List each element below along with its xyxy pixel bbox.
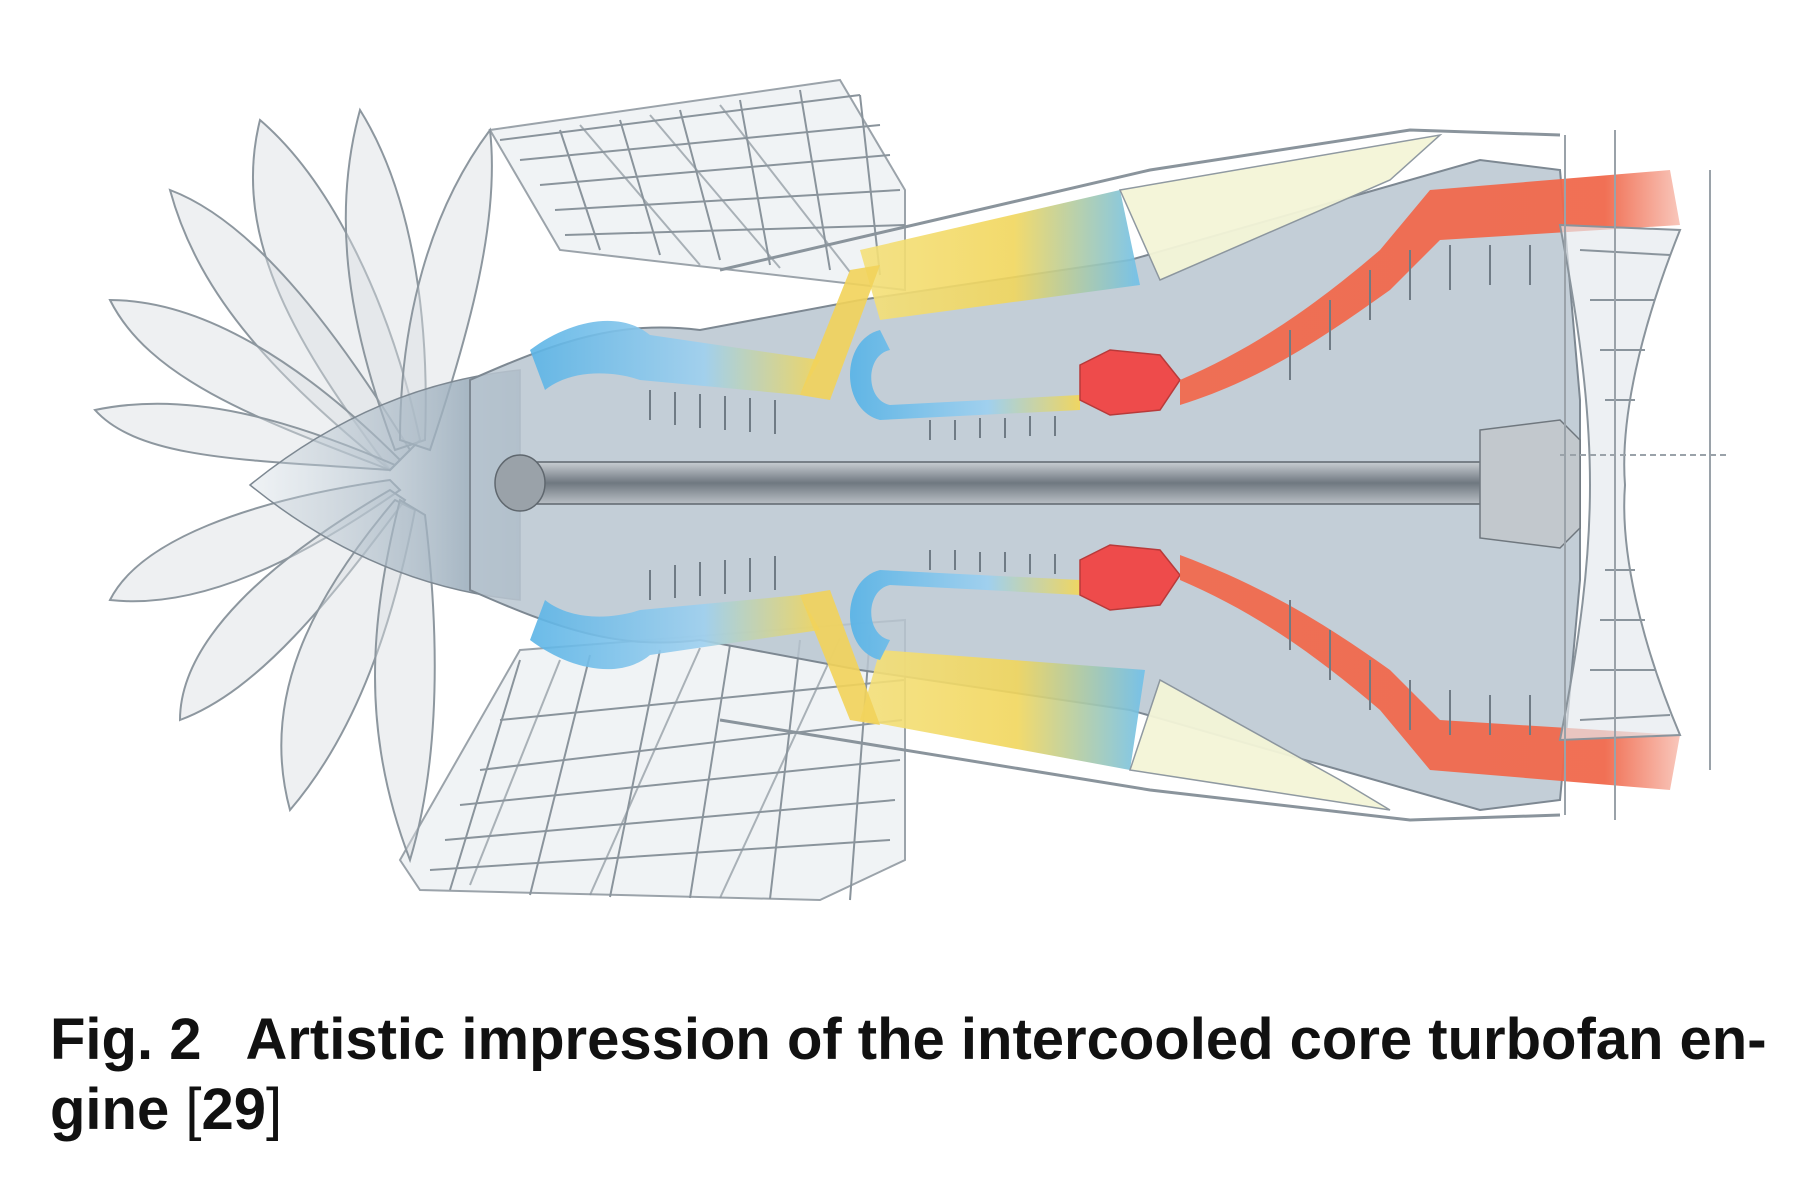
bypass-exit-upper [1118,133,1443,281]
rear-frame-lines [1564,130,1711,820]
lp-compressor-flow-upper [530,320,820,395]
bypass-duct-upper [860,190,1140,320]
main-shaft [504,461,1506,505]
hp-compressor-bend-lower [850,570,1080,660]
shaft-nose [494,454,546,512]
compressor-blade-rows [649,390,1056,600]
reference-bracket-open: [ [185,1077,202,1142]
reference-bracket-close: ] [266,1077,283,1142]
fan-casing-top [488,78,906,292]
bypass-duct-lower [860,650,1145,770]
intercooler-duct-upper [800,265,880,400]
hp-compressor-bend-upper [850,330,1080,420]
bypass-exit-lower [1129,678,1391,811]
caption-text-line-2: gine [50,1077,170,1142]
intercooler-duct-lower [800,590,880,725]
caption-line-2: gine [29] [50,1075,1780,1145]
nacelle-outline-upper [719,128,1561,272]
nacelle-outline-lower [719,718,1561,822]
caption-text-line-1: Artistic impression of the intercooled c… [245,1007,1767,1072]
exhaust-nozzle [1558,223,1682,742]
fan-casing-bottom [398,618,906,902]
turbine-flow-upper [1180,170,1680,405]
combustor-lower [1079,544,1181,611]
combustor-upper [1079,349,1181,416]
turbine-blade-rows [1289,245,1531,735]
caption-line-1: Fig. 2 Artistic impression of the interco… [50,1005,1780,1075]
shaft-rear-hub [1479,419,1581,549]
reference-number: 29 [201,1077,266,1142]
lp-compressor-flow-lower [530,595,820,670]
turbine-flow-lower [1180,555,1680,790]
figure-caption: Fig. 2 Artistic impression of the interco… [50,1005,1780,1145]
fan-blades [93,107,493,864]
figure-number: Fig. 2 [50,1007,202,1072]
intercooled-turbofan-diagram [93,78,1730,902]
